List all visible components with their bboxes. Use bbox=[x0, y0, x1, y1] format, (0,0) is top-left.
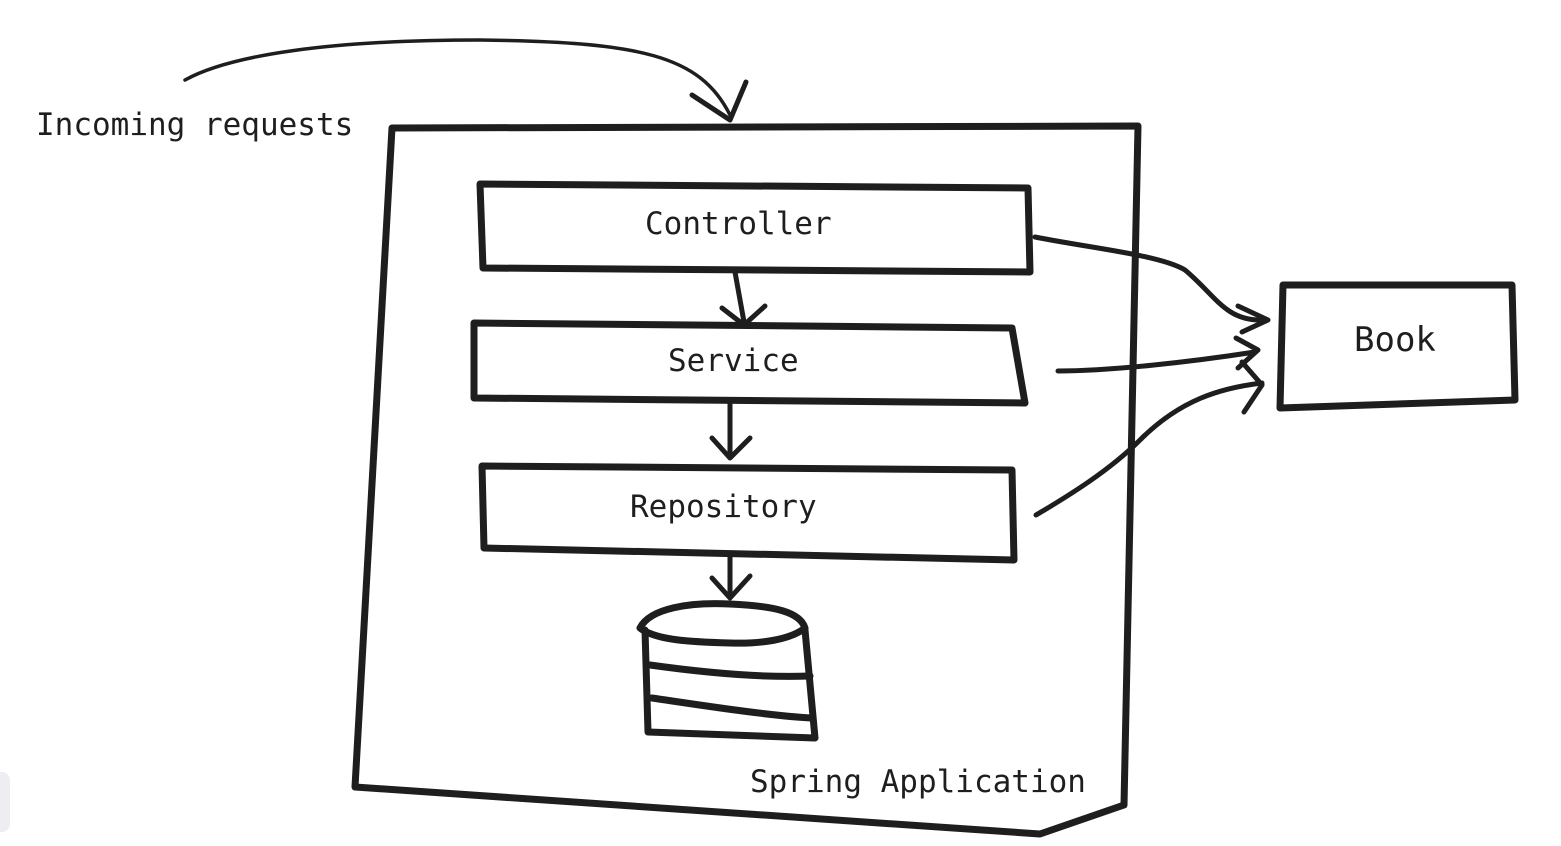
controller-to-service-arrow bbox=[732, 269, 747, 325]
service-box bbox=[470, 319, 1029, 407]
database-icon bbox=[636, 600, 819, 742]
spring-application-label: Spring Application bbox=[750, 764, 1086, 800]
service-to-book-arrow bbox=[1055, 349, 1258, 374]
scroll-handle[interactable] bbox=[0, 772, 10, 832]
incoming-request-arrowhead bbox=[689, 79, 749, 123]
repository-box bbox=[478, 462, 1018, 564]
repository-label: Repository bbox=[630, 489, 817, 525]
book-label: Book bbox=[1354, 320, 1436, 360]
controller-label: Controller bbox=[645, 206, 832, 242]
service-label: Service bbox=[668, 343, 799, 379]
spring-application-container bbox=[351, 122, 1142, 838]
book-box bbox=[1276, 281, 1519, 412]
incoming-request-arrow bbox=[183, 38, 732, 117]
repository-to-book-arrow bbox=[1033, 380, 1265, 518]
incoming-requests-label: Incoming requests bbox=[36, 107, 354, 143]
controller-to-book-arrow bbox=[1032, 234, 1263, 323]
controller-box bbox=[476, 180, 1034, 276]
